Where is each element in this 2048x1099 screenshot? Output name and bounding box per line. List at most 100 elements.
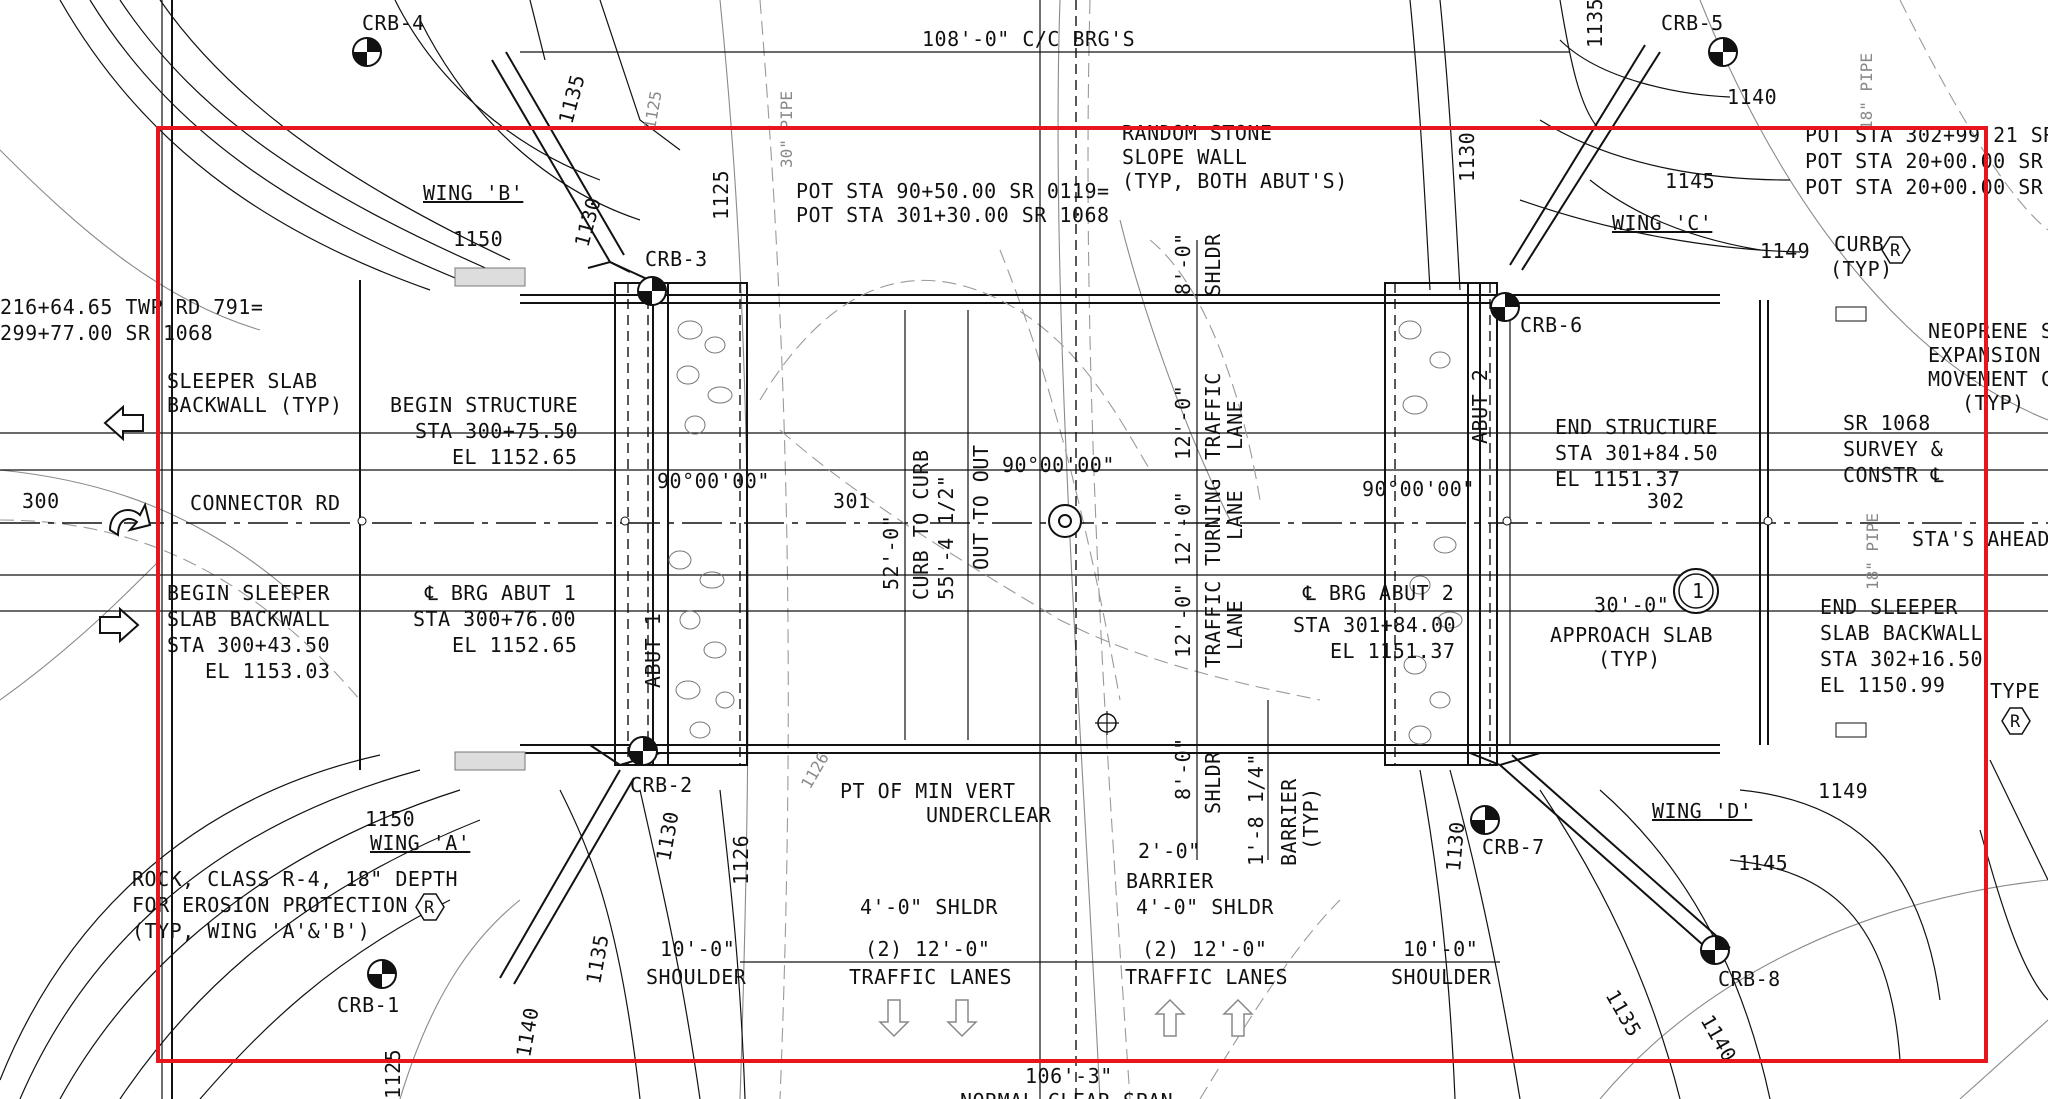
shldr4-left: 4'-0" SHLDR: [860, 895, 998, 919]
out-to-out-dim: 55'-4 1/2": [934, 475, 958, 600]
abutment-1: [614, 282, 748, 766]
contour-1135-c: 1135: [1583, 0, 1607, 48]
abut-1-label: ABUT 1: [641, 613, 665, 688]
contour-1135-a: 1135: [581, 932, 613, 986]
r-symbol-3: R: [424, 898, 435, 918]
dim-8-top: 8'-0": [1171, 232, 1195, 295]
pot-right-2: POT STA 20+00.00 SR: [1805, 149, 2044, 173]
crb-8-label: CRB-8: [1718, 967, 1781, 991]
begin-sleeper-3: STA 300+43.50: [167, 633, 330, 657]
rock-note-2: FOR EROSION PROTECTION: [132, 893, 408, 917]
pt-min-1: PT OF MIN VERT: [840, 779, 1016, 803]
begin-sleeper-2: SLAB BACKWALL: [167, 607, 330, 631]
crb-2-marker: [628, 736, 658, 766]
contour-1149-d: 1149: [1818, 779, 1868, 803]
station-302: 302: [1647, 489, 1685, 513]
contour-1135-b: 1135: [554, 72, 590, 127]
sleeper-slab-2: BACKWALL (TYP): [167, 393, 343, 417]
shoulder-dim-left: 10'-0": [660, 937, 735, 961]
end-sleeper-3: STA 302+16.50: [1820, 647, 1983, 671]
contour-1125-a: 1125: [381, 1049, 405, 1099]
stone-wall-3: (TYP, BOTH ABUT'S): [1122, 169, 1348, 193]
station-300: 300: [22, 489, 60, 513]
neoprene-4: (TYP): [1962, 391, 2025, 415]
connector-rd-label: CONNECTOR RD: [190, 491, 341, 515]
cl-brg-abut2-3: EL 1151.37: [1330, 639, 1455, 663]
boring-symbols: [352, 37, 1738, 989]
crb-1-marker: [367, 959, 397, 989]
circle-1-label: 1: [1692, 579, 1705, 603]
crb-7-label: CRB-7: [1482, 835, 1545, 859]
barrier-typ-2: (TYP): [1299, 787, 1323, 850]
crb-2-label: CRB-2: [630, 773, 693, 797]
turning-lane-1: TURNING: [1201, 478, 1225, 566]
pipe-18-top-label: 18" PIPE: [1857, 53, 1876, 130]
shoulder-right: SHOULDER: [1391, 965, 1492, 989]
cl-brg-abut1-2: STA 300+76.00: [413, 607, 576, 631]
dim-12-a: 12'-0": [1171, 385, 1195, 460]
contour-1140-c: 1140: [1727, 85, 1777, 109]
bridge-deck: [359, 280, 1769, 770]
misc-markers: [357, 236, 2031, 921]
cl-brg-abut2-2: STA 301+84.00: [1293, 613, 1456, 637]
pot-sr0119: POT STA 90+50.00 SR 0119=: [796, 179, 1110, 203]
twp-label-2: 299+77.00 SR 1068: [0, 321, 213, 345]
contour-1140-d: 1140: [1696, 1011, 1742, 1066]
traffic-lane-1a: TRAFFIC: [1201, 372, 1225, 460]
end-sleeper-2: SLAB BACKWALL: [1820, 621, 1983, 645]
turning-lane-2: LANE: [1223, 490, 1247, 540]
contour-1145-d: 1145: [1738, 851, 1788, 875]
contour-1145-c: 1145: [1665, 169, 1715, 193]
shldr-top-label: SHLDR: [1201, 233, 1225, 296]
end-structure-3: EL 1151.37: [1555, 467, 1680, 491]
contour-1130-a: 1130: [651, 809, 683, 863]
barrier-2: BARRIER: [1126, 869, 1214, 893]
end-sleeper-4: EL 1150.99: [1820, 673, 1945, 697]
begin-structure-1: BEGIN STRUCTURE: [390, 393, 578, 417]
barrier-typ-1: BARRIER: [1277, 778, 1301, 866]
crb-7-marker: [1470, 805, 1500, 835]
contour-1150-a: 1150: [365, 807, 415, 831]
direction-arrows: [99, 404, 1254, 1038]
crb-3-label: CRB-3: [645, 247, 708, 271]
pt-min-2: UNDERCLEAR: [926, 803, 1052, 827]
crb-6-label: CRB-6: [1520, 313, 1583, 337]
crb-6-marker: [1490, 292, 1520, 322]
pot-sr1068: POT STA 301+30.00 SR 1068: [796, 203, 1110, 227]
traffic-lane-1b: LANE: [1223, 400, 1247, 450]
wing-walls: [491, 44, 1731, 985]
barrier-dim: 1'-8 1/4": [1244, 753, 1268, 866]
span-bottom-label: 106'-3": [1025, 1064, 1113, 1088]
contour-1126-a: 1126: [729, 835, 753, 885]
crb-3-marker: [637, 276, 667, 306]
traffic-lane-2a: TRAFFIC: [1201, 580, 1225, 668]
contour-1125-b: 1125: [709, 170, 733, 220]
survey-1: SR 1068: [1843, 411, 1931, 435]
crb-5-marker: [1708, 37, 1738, 67]
approach-1: APPROACH SLAB: [1550, 623, 1713, 647]
barrier-dim-2: 2'-0": [1138, 839, 1201, 863]
rock-note-3: (TYP, WING 'A'&'B'): [132, 919, 370, 943]
twp-label-1: 216+64.65 TWP RD 791=: [0, 295, 263, 319]
curb-typ-2: (TYP): [1830, 257, 1893, 281]
cl-brg-abut2-1: ℄ BRG ABUT 2: [1302, 581, 1454, 605]
lanes-right: TRAFFIC LANES: [1125, 965, 1288, 989]
traffic-lane-2b: LANE: [1223, 600, 1247, 650]
begin-structure-3: EL 1152.65: [452, 445, 577, 469]
cl-brg-abut1-3: EL 1152.65: [452, 633, 577, 657]
stone-wall-2: SLOPE WALL: [1122, 145, 1247, 169]
dim-12-c: 12'-0": [1171, 583, 1195, 658]
abut-2-label: ABUT 2: [1468, 369, 1492, 444]
crb-4-label: CRB-4: [362, 11, 425, 35]
shoulder-dim-right: 10'-0": [1403, 937, 1478, 961]
curb-typ-1: CURB: [1834, 232, 1884, 256]
angle-3: 90°00'00": [1362, 477, 1475, 501]
abutment-2: [1384, 282, 1498, 766]
contour-1135-d: 1135: [1601, 986, 1647, 1041]
contour-1126-e: 1126: [797, 749, 833, 792]
stas-ahead-label: STA'S AHEAD: [1912, 527, 2048, 551]
contour-1140-a: 1140: [511, 1005, 543, 1059]
curb-to-curb-label: CURB TO CURB: [909, 450, 933, 601]
